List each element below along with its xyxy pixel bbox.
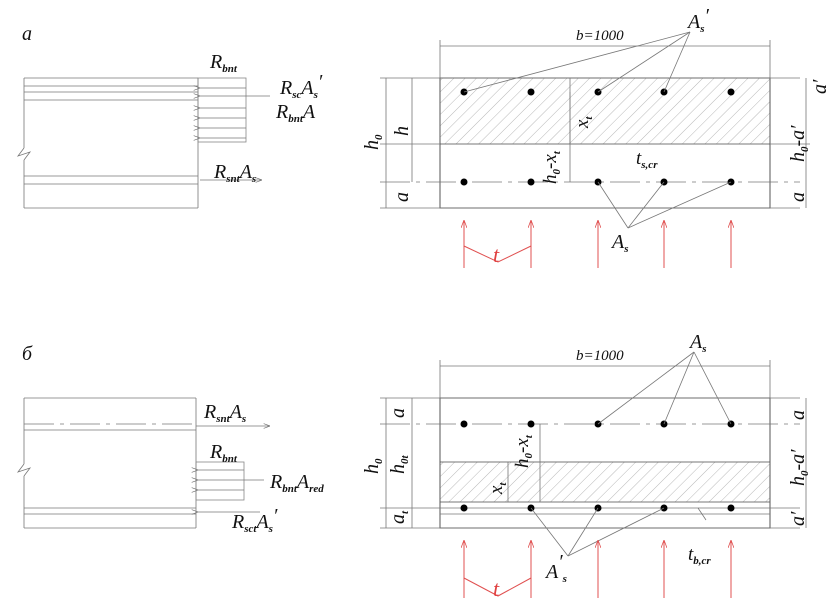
As-bottom-label-a: As — [610, 231, 629, 255]
h0t-dim-b: h0t — [387, 455, 411, 475]
force-label-a0: Rbnt — [209, 51, 238, 75]
compression-zone-b — [439, 461, 771, 503]
pitch-label-b: t — [493, 576, 500, 601]
force-label-a1: RscAs′ — [279, 71, 323, 101]
force-label-b0: RsntAs — [203, 401, 246, 425]
panel-a-label: а — [22, 23, 32, 45]
h0-dim-b: h0 — [361, 458, 385, 474]
force-label-a2: RbntA — [275, 101, 316, 125]
h-dim-a: h — [391, 126, 413, 136]
pitch-arrows-b — [464, 540, 731, 598]
a-dim-a-right: a — [787, 192, 809, 202]
xt-label-a: xt — [572, 116, 595, 129]
a-prime-dim-b: a′ — [787, 511, 809, 526]
ts-cr-label-a: ts,cr — [636, 148, 658, 171]
panel-b: б RsntAs Rbnt RbntAred RsctAs′ — [16, 331, 811, 601]
a-prime-dim-a: a′ — [809, 79, 831, 94]
pitch-arrows-a — [464, 220, 731, 268]
width-dim-a: b=1000 — [576, 28, 624, 44]
As-top-label-b: As — [688, 331, 707, 355]
As-top-label-a: As′ — [686, 5, 710, 35]
panel-a: а Rbnt RscAs′ RbntA Rs — [16, 5, 831, 268]
tb-cr-label-b: tb,cr — [688, 544, 711, 567]
force-label-b2: RbntAred — [269, 471, 324, 495]
h0-a-prime-dim-b: h0-a′ — [787, 449, 811, 486]
a-dim-b-right: a — [787, 410, 809, 420]
force-label-b3: RsctAs′ — [231, 505, 278, 535]
a-dim-a-left: a — [391, 192, 413, 202]
at-dim-b: at — [387, 510, 411, 524]
panel-a-left-section — [16, 77, 270, 209]
h0-dim-a: h0 — [361, 134, 385, 150]
width-dim-b: b=1000 — [576, 348, 624, 364]
compression-zone-a — [439, 77, 771, 145]
xt-label-b: xt — [486, 482, 509, 495]
panel-b-left-section — [16, 397, 270, 529]
h0-a-prime-dim-a: h0-a′ — [787, 125, 811, 162]
a-dim-b-left: a — [387, 408, 409, 418]
force-label-a3: RsntAs — [213, 161, 256, 185]
pitch-label-a: t — [493, 242, 500, 267]
h0-xt-label-a: h0-xt — [540, 150, 563, 184]
panel-b-label: б — [22, 343, 33, 365]
As-bottom-label-b: A′s — [544, 551, 567, 585]
h0-xt-label-b: h0-xt — [512, 434, 535, 468]
force-label-b1: Rbnt — [209, 441, 238, 465]
